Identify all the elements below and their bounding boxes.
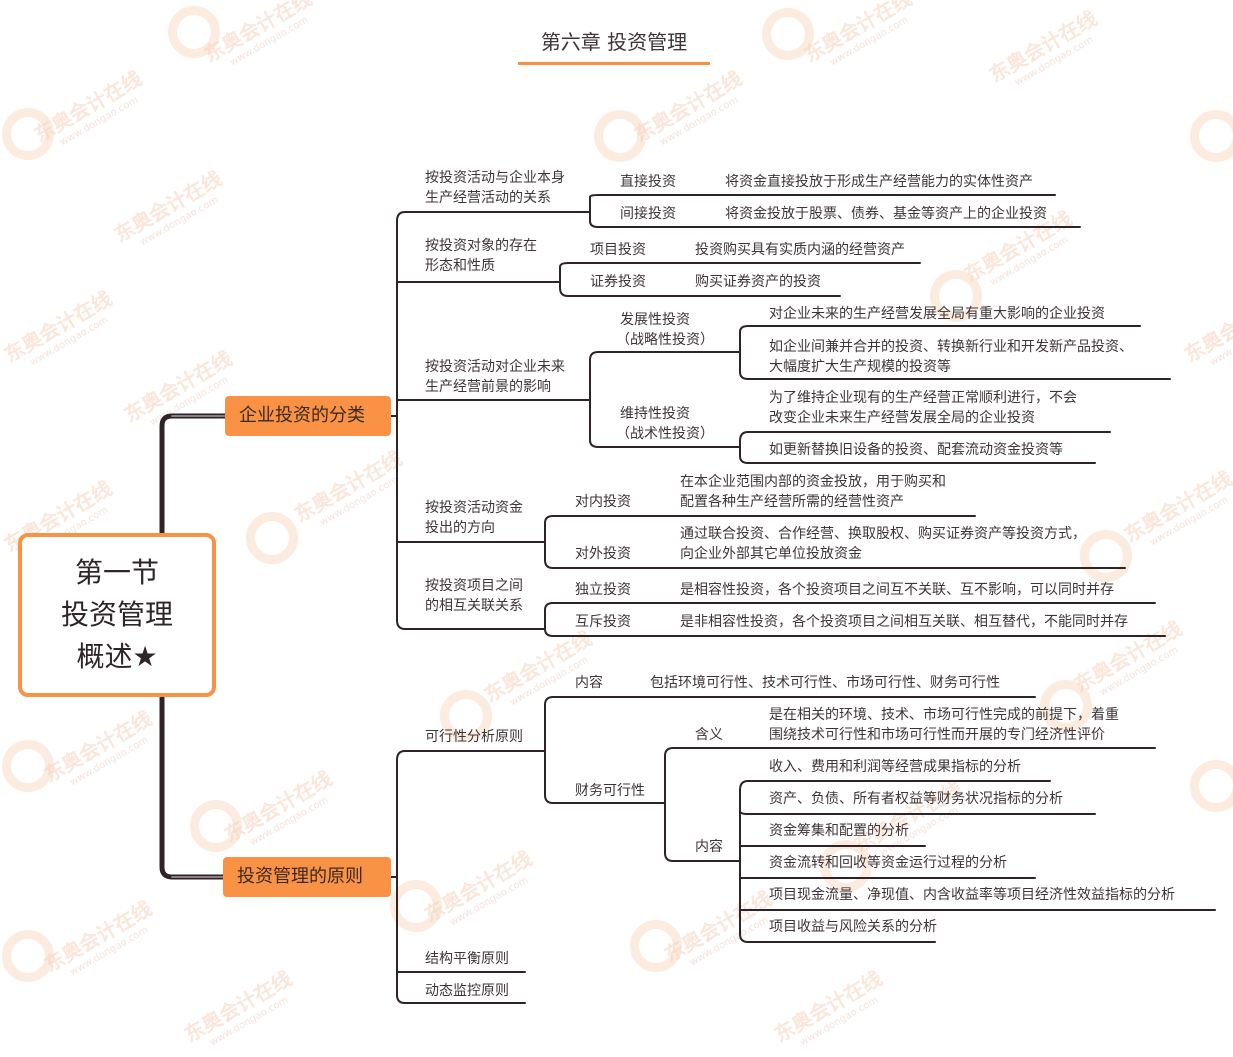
subcategory-node[interactable]: 财务可行性 [575, 783, 645, 799]
node-text: 生产经营活动的关系 [425, 190, 551, 206]
subcategory-node[interactable]: 发展性投资 （战略性投资） [616, 310, 714, 350]
description-node[interactable]: 如企业间兼并合并的投资、转换新行业和开发新产品投资、 大幅度扩大生产规模的投资等 [769, 337, 1133, 377]
root-line: 第一节 [74, 556, 159, 589]
description-node[interactable]: 对企业未来的生产经营发展全局有重大影响的企业投资 [769, 306, 1105, 322]
list-item[interactable]: 资产、负债、所有者权益等财务状况指标的分析 [769, 791, 1063, 807]
description-node[interactable]: 在本企业范围内部的资金投放，用于购买和 配置各种生产经营所需的经营性资产 [680, 472, 946, 512]
description-node[interactable]: 如更新替换旧设备的投资、配套流动资金投资等 [769, 442, 1063, 458]
list-item[interactable]: 项目现金流量、净现值、内含收益率等项目经济性效益指标的分析 [769, 887, 1175, 903]
node-text: 按投资活动与企业本身 [425, 170, 565, 186]
category-node[interactable]: 按投资活动与企业本身 生产经营活动的关系 [425, 168, 565, 208]
node-text: 维持性投资 [620, 406, 690, 422]
node-text: 在本企业范围内部的资金投放，用于购买和 [680, 474, 946, 490]
node-text: 大幅度扩大生产规模的投资等 [769, 359, 951, 375]
category-node[interactable]: 按投资活动资金 投出的方向 [425, 498, 523, 538]
connector-lines [159, 194, 1216, 1004]
node-text: 形态和性质 [425, 258, 495, 274]
node-text: 改变企业未来生产经营发展全局的企业投资 [769, 410, 1035, 426]
node-text: 配置各种生产经营所需的经营性资产 [680, 494, 904, 510]
principle-node[interactable]: 结构平衡原则 [425, 951, 509, 967]
branch-node-classification[interactable]: 企业投资的分类 [225, 396, 391, 436]
leaf-node[interactable]: 内容 [695, 839, 723, 855]
node-text: （战略性投资） [616, 332, 714, 348]
description-node[interactable]: 购买证券资产的投资 [695, 274, 821, 290]
page-title: 第六章 投资管理 [540, 30, 688, 54]
node-text: 通过联合投资、合作经营、换取股权、购买证券资产等投资方式， [680, 526, 1086, 542]
leaf-node[interactable]: 间接投资 [620, 206, 676, 222]
node-text: 的相互关联关系 [425, 598, 523, 614]
description-node[interactable]: 是在相关的环境、技术、市场可行性完成的前提下，着重 围绕技术可行性和市场可行性而… [769, 705, 1119, 745]
category-node[interactable]: 按投资对象的存在 形态和性质 [425, 236, 537, 276]
description-node[interactable]: 将资金直接投放于形成生产经营能力的实体性资产 [725, 174, 1033, 190]
principle-node[interactable]: 动态监控原则 [425, 983, 509, 999]
list-item[interactable]: 资金流转和回收等资金运行过程的分析 [769, 855, 1007, 871]
title-underline [518, 62, 710, 65]
node-text: 按投资项目之间 [425, 578, 523, 594]
node-text: （战术性投资） [616, 426, 714, 442]
node-text: 围绕技术可行性和市场可行性而开展的专门经济性评价 [769, 727, 1105, 743]
node-text: 如企业间兼并合并的投资、转换新行业和开发新产品投资、 [769, 339, 1133, 355]
node-text: 按投资活动对企业未来 [425, 359, 565, 375]
node-text: 投出的方向 [425, 520, 495, 536]
leaf-node[interactable]: 对内投资 [575, 494, 631, 510]
branch-node-principles[interactable]: 投资管理的原则 [223, 857, 391, 897]
description-node[interactable]: 是相容性投资，各个投资项目之间互不关联、互不影响，可以同时并存 [680, 582, 1114, 598]
leaf-node[interactable]: 独立投资 [575, 582, 631, 598]
list-item[interactable]: 项目收益与风险关系的分析 [769, 919, 937, 935]
node-text: 发展性投资 [620, 312, 690, 328]
description-node[interactable]: 将资金投放于股票、债券、基金等资产上的企业投资 [725, 206, 1047, 222]
category-node[interactable]: 按投资项目之间 的相互关联关系 [425, 576, 523, 616]
category-node[interactable]: 按投资活动对企业未来 生产经营前景的影响 [425, 357, 565, 397]
subcategory-node[interactable]: 维持性投资 （战术性投资） [616, 404, 714, 444]
node-text: 生产经营前景的影响 [425, 379, 551, 395]
leaf-node[interactable]: 直接投资 [620, 174, 676, 190]
description-node[interactable]: 是非相容性投资，各个投资项目之间相互关联、相互替代，不能同时并存 [680, 614, 1128, 630]
leaf-node[interactable]: 互斥投资 [575, 614, 631, 630]
node-text: 按投资活动资金 [425, 500, 523, 516]
description-node[interactable]: 通过联合投资、合作经营、换取股权、购买证券资产等投资方式， 向企业外部其它单位投… [680, 524, 1086, 564]
node-text: 是在相关的环境、技术、市场可行性完成的前提下，着重 [769, 707, 1119, 723]
description-node[interactable]: 投资购买具有实质内涵的经营资产 [695, 242, 905, 258]
list-item[interactable]: 资金筹集和配置的分析 [769, 823, 909, 839]
leaf-node[interactable]: 内容 [575, 675, 603, 691]
root-node[interactable]: 第一节 投资管理 概述★ [18, 533, 216, 697]
leaf-node[interactable]: 含义 [695, 727, 723, 743]
description-node[interactable]: 为了维持企业现有的生产经营正常顺利进行，不会 改变企业未来生产经营发展全局的企业… [769, 388, 1077, 428]
leaf-node[interactable]: 证券投资 [590, 274, 646, 290]
principle-node[interactable]: 可行性分析原则 [425, 729, 523, 745]
leaf-node[interactable]: 项目投资 [590, 242, 646, 258]
node-text: 为了维持企业现有的生产经营正常顺利进行，不会 [769, 390, 1077, 406]
list-item[interactable]: 收入、费用和利润等经营成果指标的分析 [769, 759, 1021, 775]
root-line: 投资管理 [60, 598, 173, 631]
description-node[interactable]: 包括环境可行性、技术可行性、市场可行性、财务可行性 [650, 675, 1000, 691]
leaf-node[interactable]: 对外投资 [575, 546, 631, 562]
node-text: 按投资对象的存在 [425, 238, 537, 254]
node-text: 向企业外部其它单位投放资金 [680, 546, 862, 562]
root-line: 概述★ [76, 640, 158, 673]
